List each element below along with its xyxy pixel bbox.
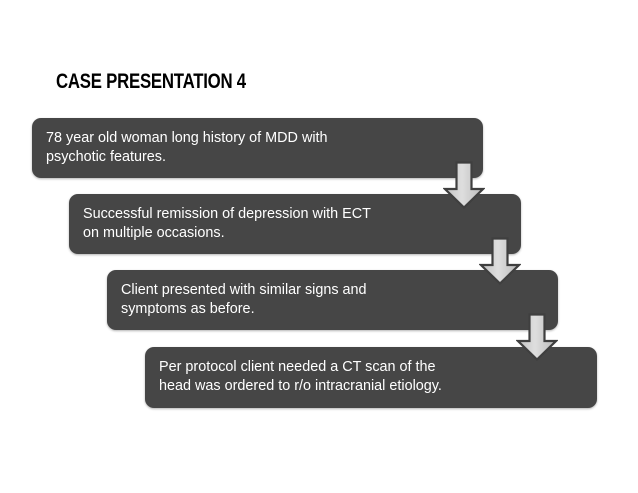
flow-step-box-1: 78 year old woman long history of MDD wi… (32, 118, 483, 178)
down-arrow-icon (516, 313, 558, 361)
flow-step-box-2: Successful remission of depression with … (69, 194, 521, 254)
flow-step-box-3: Client presented with similar signs and … (107, 270, 558, 330)
flow-step-text-4: Per protocol client needed a CT scan of … (159, 359, 442, 394)
flow-step-text-2: Successful remission of depression with … (83, 206, 371, 241)
page-title: CASE PRESENTATION 4 (56, 70, 246, 93)
down-arrow-icon (479, 237, 521, 285)
flow-step-text-1: 78 year old woman long history of MDD wi… (46, 130, 328, 165)
flow-step-box-4: Per protocol client needed a CT scan of … (145, 347, 597, 408)
flow-step-text-3: Client presented with similar signs and … (121, 282, 367, 317)
down-arrow-icon (443, 161, 485, 209)
